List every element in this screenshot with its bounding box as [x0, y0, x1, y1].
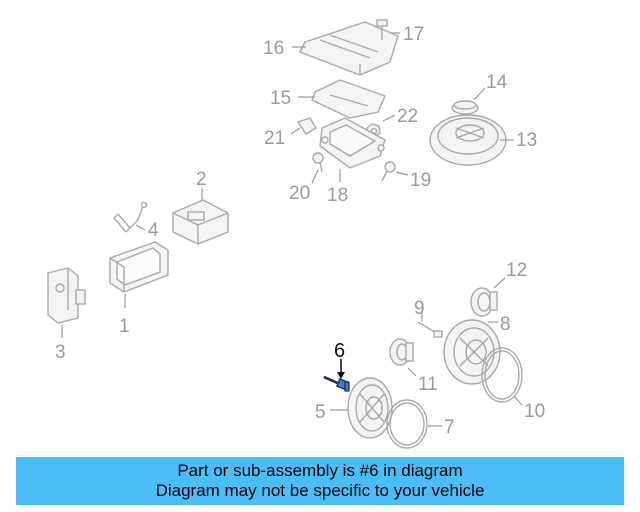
leader-14 — [473, 87, 486, 101]
part-14-cap — [451, 100, 479, 115]
part-7-gasket — [386, 399, 428, 449]
callout-19: 19 — [410, 170, 431, 191]
callout-11: 11 — [418, 374, 438, 395]
callout-9: 9 — [414, 298, 425, 319]
callout-17: 17 — [403, 24, 424, 45]
part-16-cover — [299, 21, 399, 76]
part-21-bracket — [296, 117, 317, 135]
callout-3: 3 — [55, 342, 66, 363]
callout-22: 22 — [397, 106, 418, 127]
callout-16: 16 — [263, 38, 284, 59]
part-17-clip — [376, 19, 388, 40]
part-19-screw — [381, 161, 396, 182]
leader-10 — [513, 395, 523, 406]
info-banner: Part or sub-assembly is #6 in diagram Di… — [16, 457, 624, 505]
callout-6[interactable]: 6 — [334, 340, 345, 362]
callout-2: 2 — [196, 169, 207, 190]
callout-15: 15 — [270, 88, 291, 109]
callout-20: 20 — [289, 183, 310, 204]
part-13-subwoofer — [429, 114, 507, 166]
callout-12: 12 — [506, 260, 527, 281]
leader-19 — [395, 171, 409, 176]
callout-13: 13 — [516, 130, 537, 151]
part-3-bracket — [47, 267, 86, 324]
part-5-speaker — [347, 377, 393, 439]
leader-6-arrowhead — [337, 372, 345, 379]
parts-diagram: 16 17 15 22 21 18 20 — [47, 19, 545, 449]
callout-14: 14 — [486, 72, 508, 93]
part-18-bracket — [319, 117, 386, 169]
part-1-display — [109, 241, 169, 293]
leader-20 — [311, 169, 319, 184]
callout-18: 18 — [327, 185, 348, 206]
leader-4 — [135, 224, 146, 231]
callout-8: 8 — [500, 314, 511, 335]
leader-11 — [407, 367, 417, 377]
part-20-bolt — [312, 152, 324, 173]
leader-22 — [382, 114, 396, 122]
banner-line-1: Part or sub-assembly is #6 in diagram — [177, 461, 463, 480]
banner-line-2: Diagram may not be specific to your vehi… — [155, 481, 485, 500]
leader-12 — [493, 277, 506, 289]
part-10-gasket — [481, 347, 523, 403]
leader-21 — [290, 127, 301, 135]
part-15-amplifier — [311, 79, 386, 119]
part-9-screw — [417, 321, 443, 338]
part-11-speaker — [389, 338, 414, 366]
part-12-tweeter — [470, 287, 498, 317]
part-4-cable — [113, 201, 148, 233]
callout-10: 10 — [524, 401, 545, 422]
part-6-screw[interactable] — [323, 375, 350, 392]
callout-21: 21 — [264, 128, 285, 149]
callout-7: 7 — [444, 417, 455, 438]
callout-5: 5 — [315, 402, 326, 423]
callout-1: 1 — [119, 316, 130, 337]
part-2-module — [172, 199, 229, 245]
callout-4: 4 — [148, 220, 159, 241]
